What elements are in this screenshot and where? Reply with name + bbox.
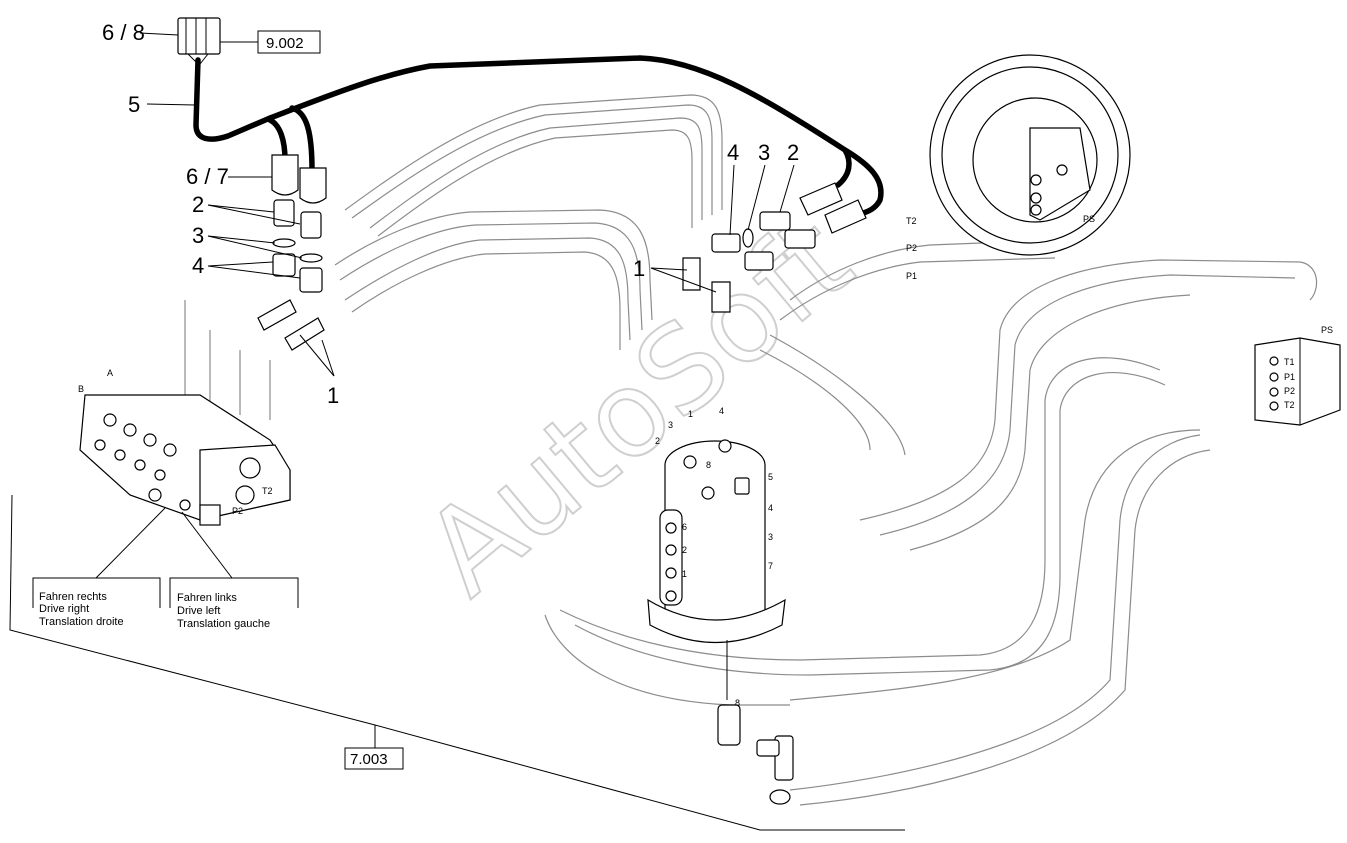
motor-port-t2: T2 [906,216,917,226]
adapter-left-2 [299,267,323,293]
swivel-face-1: 1 [682,569,687,579]
callout-right-1: 1 [633,256,645,281]
tee-fitting-left-1 [257,299,297,331]
swivel-side-4: 4 [768,503,773,513]
block-port-p1: P1 [1284,372,1295,382]
pressure-switch-right-1 [759,211,791,231]
adapter-right-1 [711,233,741,253]
watermark-text: AutoSoft [399,190,876,621]
swivel-port-top-8: 8 [706,460,711,470]
travel-motor: T2 P2 P1 PS [906,54,1131,281]
callout-leaders [9,32,905,831]
ref-9002: 9.002 [266,35,304,52]
caption-right-de: Fahren rechts [39,591,107,603]
connector-boot-right-1 [799,182,843,216]
adapter-right-2 [744,251,774,271]
callout-right-3: 3 [758,140,770,165]
ref-box-7003 [344,747,404,770]
swivel-port-top-4: 4 [719,406,724,416]
swivel-side-5: 5 [768,472,773,482]
motor-port-ps: PS [1083,214,1095,224]
caption-left-fr: Translation gauche [177,618,270,630]
motor-port-p1: P1 [906,271,917,281]
swivel-port-top-3: 3 [668,420,673,430]
pressure-switch-right-2 [784,229,816,249]
connector-boot-right [299,167,327,204]
ref-box-9002 [257,30,321,54]
connector-boot-left [271,154,299,196]
seal-ring-left-2 [299,253,323,263]
tee-fitting-right-2 [711,281,731,313]
right-switch-assembly [682,182,867,313]
caption-left-de: Fahren links [177,592,237,604]
seal-ring-left-1 [272,238,296,248]
electrical-cable-5 [193,55,884,218]
lower-fittings [717,704,794,805]
block-port-p2: P2 [1284,386,1295,396]
callout-left-2: 2 [192,192,204,217]
valve-port-t2: T2 [262,486,273,496]
watermark: AutoSoft [398,189,877,622]
callout-right-2: 2 [787,140,799,165]
callout-connector-6-8: 6 / 8 [102,20,145,45]
block-port-t1: T1 [1284,357,1295,367]
callout-cable-5: 5 [128,92,140,117]
control-valve-block: A B P2 T2 [78,368,291,526]
adapter-left-1 [272,253,296,277]
left-switch-assembly [177,17,327,351]
ref-7003: 7.003 [350,751,388,768]
callout-right-4: 4 [727,140,739,165]
callout-left-4: 4 [192,253,204,278]
swivel-bottom-8: 8 [735,698,740,708]
swivel-side-3: 3 [768,532,773,542]
callout-left-3: 3 [192,223,204,248]
distribution-block: PS T1 P1 P2 T2 [1254,325,1341,426]
swivel-face-2: 2 [682,545,687,555]
valve-port-a: A [107,368,113,378]
swivel-face-6: 6 [682,522,687,532]
valve-port-b: B [78,384,84,394]
callout-labels: 6 / 8 9.002 5 6 / 7 2 3 4 1 4 3 2 1 7.00… [102,20,799,770]
swivel-side-7: 7 [768,561,773,571]
block-port-ps: PS [1321,325,1333,335]
caption-drive-right: Fahren rechts Drive right Translation dr… [39,591,124,628]
block-port-t2: T2 [1284,400,1295,410]
connector-plug-6-8 [177,17,221,55]
callout-connector-6-7: 6 / 7 [186,164,229,189]
valve-port-p2: P2 [232,506,243,516]
caption-right-en: Drive right [39,603,89,615]
motor-port-p2: P2 [906,243,917,253]
tee-fitting-left-2 [284,317,325,351]
swivel-joint: 3 1 2 4 8 5 4 3 7 6 2 1 8 [647,406,786,708]
caption-drive-left: Fahren links Drive left Translation gauc… [177,592,270,630]
connector-boot-right-2 [824,199,867,234]
swivel-port-top-2: 2 [655,436,660,446]
callout-left-1: 1 [327,383,339,408]
caption-right-fr: Translation droite [39,616,124,628]
swivel-port-top-1: 1 [688,409,693,419]
caption-left-en: Drive left [177,605,220,617]
pressure-switch-left-2 [300,211,322,239]
